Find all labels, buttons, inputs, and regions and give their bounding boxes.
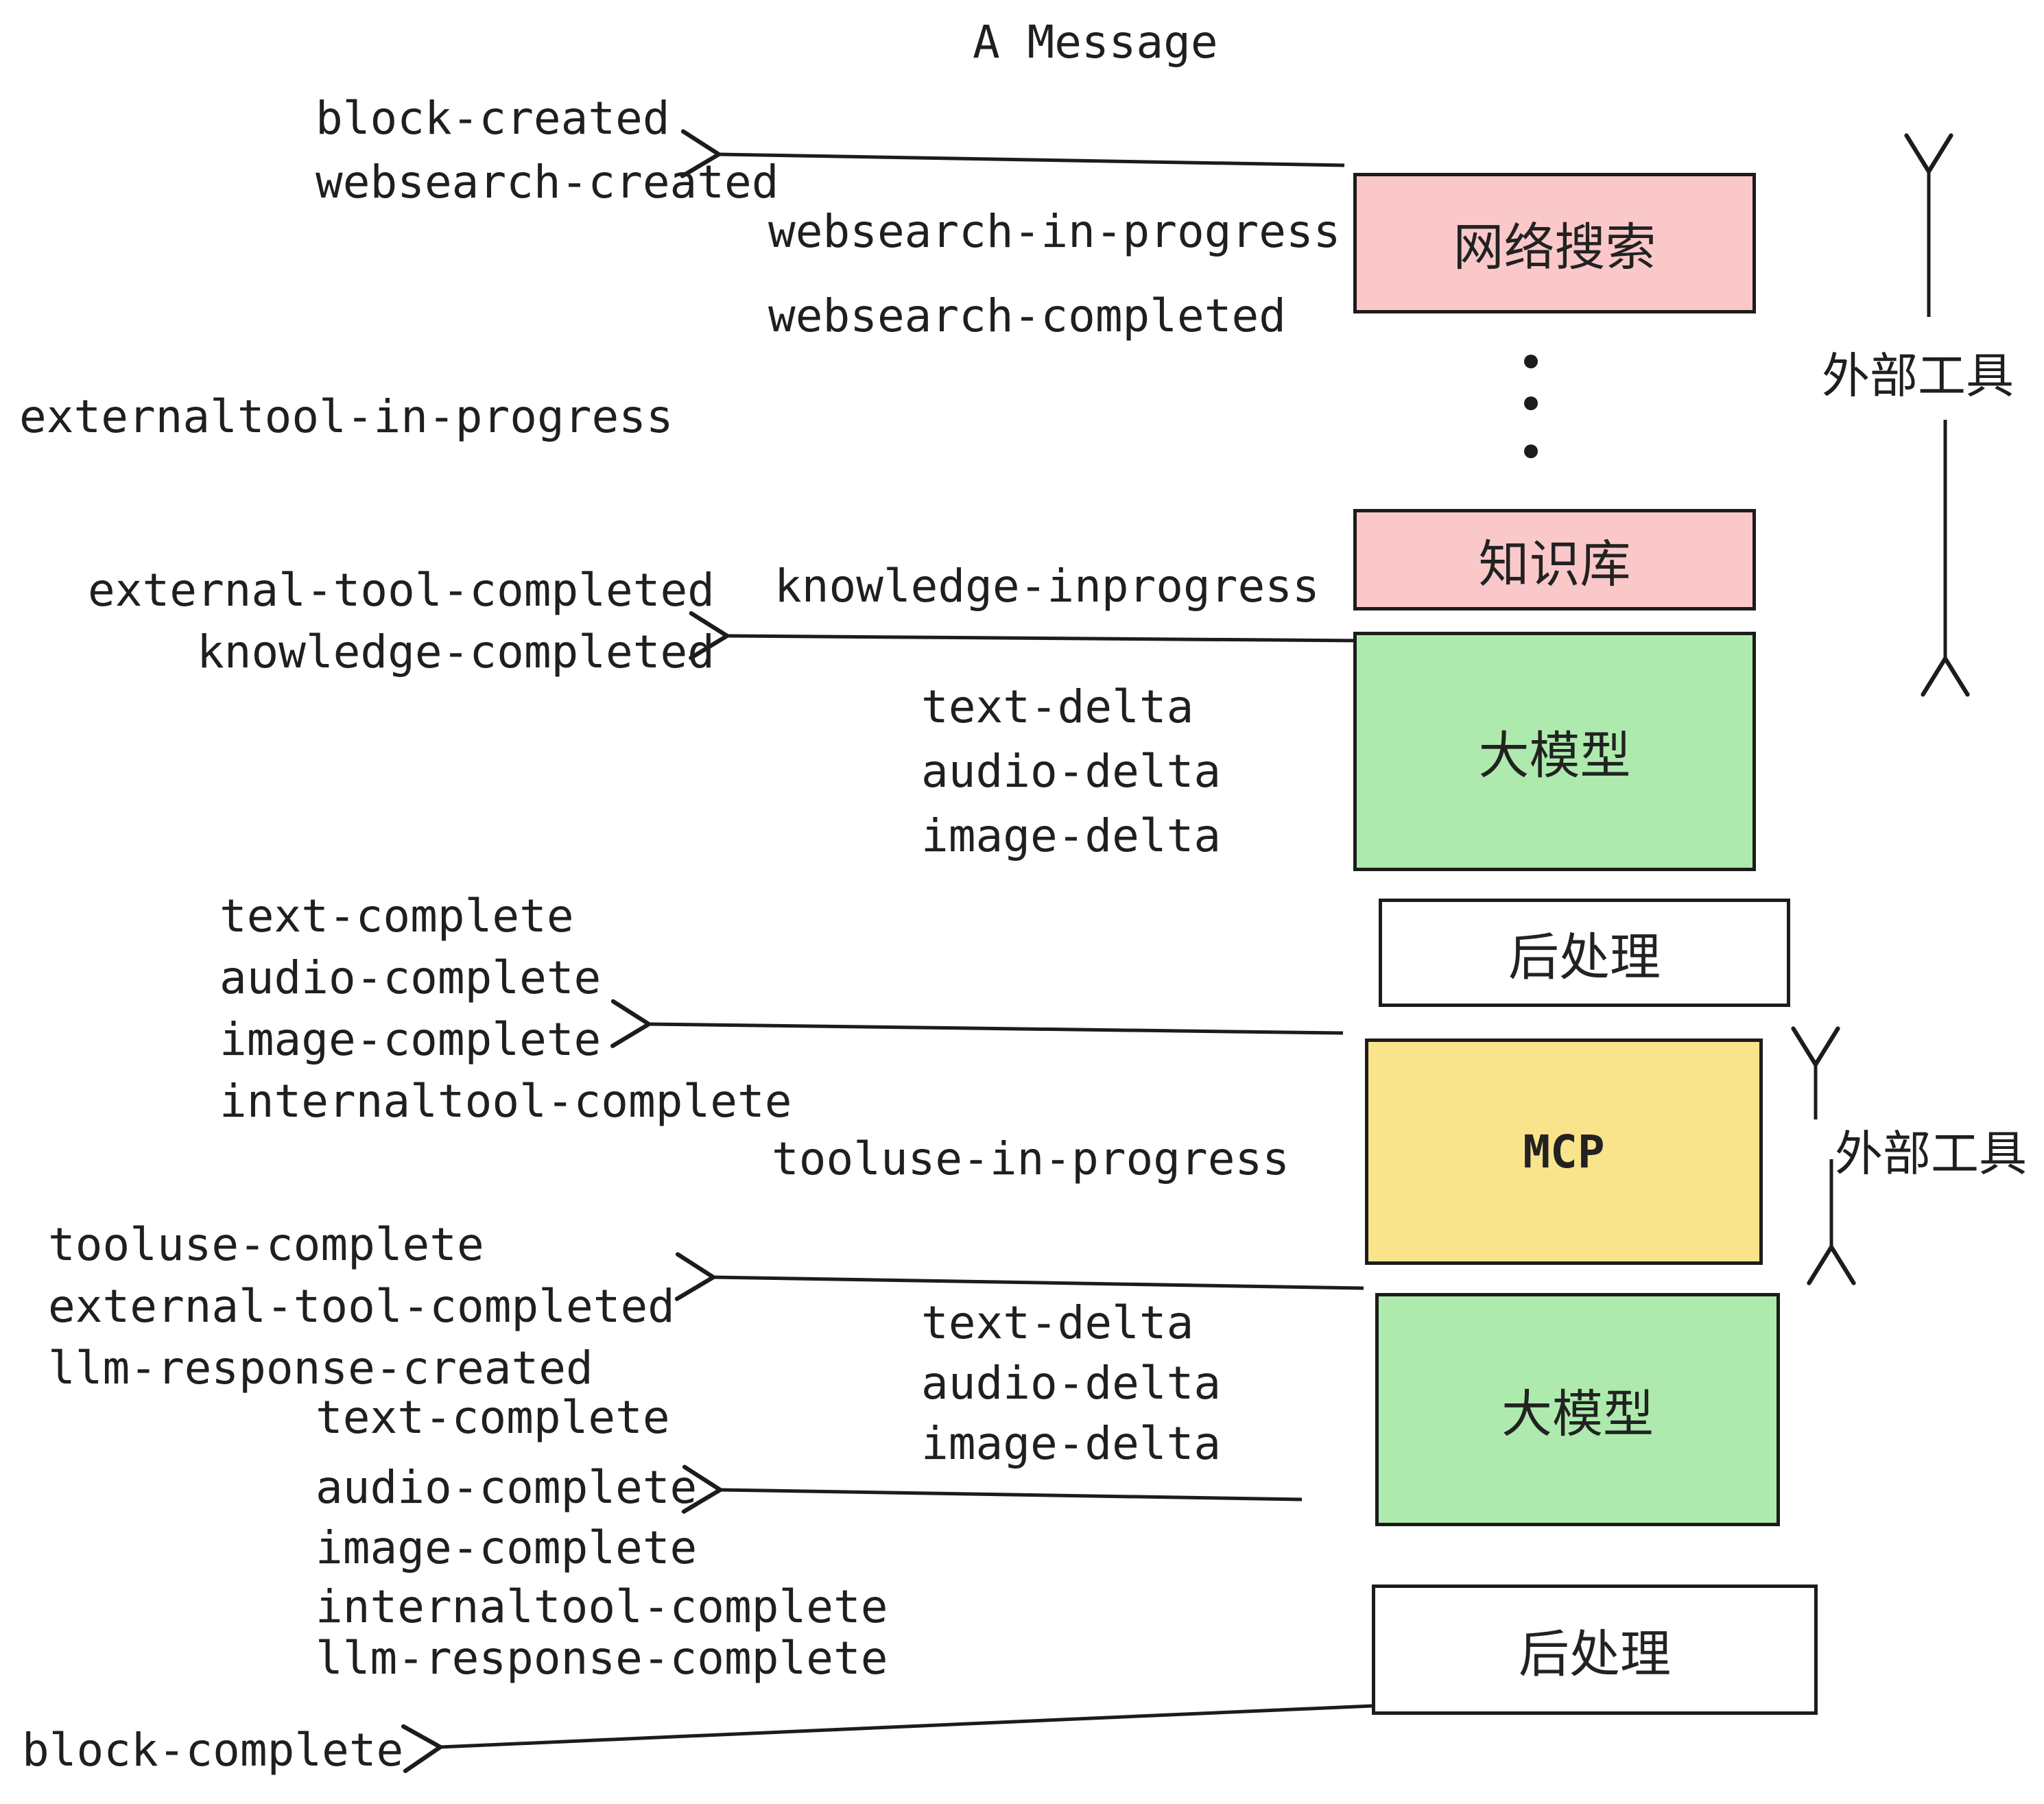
box-knowledge: 知识库 (1353, 509, 1756, 610)
event-knowledge-inprogress: knowledge-inprogress (774, 560, 1320, 613)
event-image-delta-2: image-delta (921, 1417, 1222, 1470)
event-text-complete-1: text-complete (219, 890, 574, 942)
arrow-llm-to-knowledge-completed (689, 610, 1362, 661)
event-tooluse-complete: tooluse-complete (48, 1218, 484, 1271)
event-tooluse-in-progress: tooluse-in-progress (772, 1132, 1290, 1185)
event-websearch-completed: websearch-completed (768, 289, 1286, 342)
event-audio-delta-1: audio-delta (921, 745, 1222, 798)
arrow-mcp-to-tooluse-complete (674, 1252, 1364, 1301)
box-llm-1: 大模型 (1353, 632, 1756, 871)
event-llm-response-created: llm-response-created (48, 1342, 593, 1394)
event-audio-complete-1: audio-complete (219, 951, 602, 1004)
event-internaltool-complete-2: internaltool-complete (316, 1580, 888, 1633)
label-external-tools-top: 外部工具 (1822, 348, 2014, 404)
box-websearch: 网络搜索 (1353, 173, 1756, 313)
box-mcp: MCP (1365, 1039, 1763, 1265)
arrow-postprocess-to-image-complete (610, 999, 1344, 1048)
event-llm-response-complete: llm-response-complete (316, 1632, 888, 1685)
arrow-postprocess2-to-block-complete (401, 1704, 1372, 1773)
diagram-title: A Message (973, 16, 1218, 69)
box-llm-2: 大模型 (1375, 1293, 1780, 1526)
box-postprocess-1: 后处理 (1379, 899, 1790, 1007)
event-block-created: block-created (316, 92, 670, 145)
event-websearch-created: websearch-created (316, 156, 779, 209)
event-audio-delta-2: audio-delta (921, 1357, 1222, 1410)
event-text-delta-2: text-delta (921, 1296, 1194, 1349)
event-externaltool-in-progress: externaltool-in-progress (19, 390, 674, 443)
event-image-delta-1: image-delta (921, 809, 1222, 862)
ellipsis-dots (1524, 355, 1538, 458)
arrow-websearch-to-created (680, 129, 1345, 178)
event-text-complete-2: text-complete (316, 1391, 670, 1444)
event-audio-complete-2: audio-complete (316, 1461, 698, 1514)
event-internaltool-complete-1: internaltool-complete (219, 1075, 792, 1128)
event-image-complete-1: image-complete (219, 1013, 602, 1066)
label-external-tools-bottom: 外部工具 (1835, 1126, 2027, 1182)
arrow-llm2-to-audio-complete (681, 1464, 1303, 1514)
event-text-delta-1: text-delta (921, 680, 1194, 733)
event-knowledge-completed: knowledge-completed (197, 626, 715, 678)
event-block-complete: block-complete (22, 1724, 404, 1777)
event-external-tool-completed: external-tool-completed (88, 564, 715, 617)
event-image-complete-2: image-complete (316, 1521, 698, 1574)
box-postprocess-2: 后处理 (1372, 1585, 1818, 1715)
event-external-tool-completed-2: external-tool-completed (48, 1280, 675, 1333)
event-websearch-in-progress: websearch-in-progress (768, 205, 1341, 258)
